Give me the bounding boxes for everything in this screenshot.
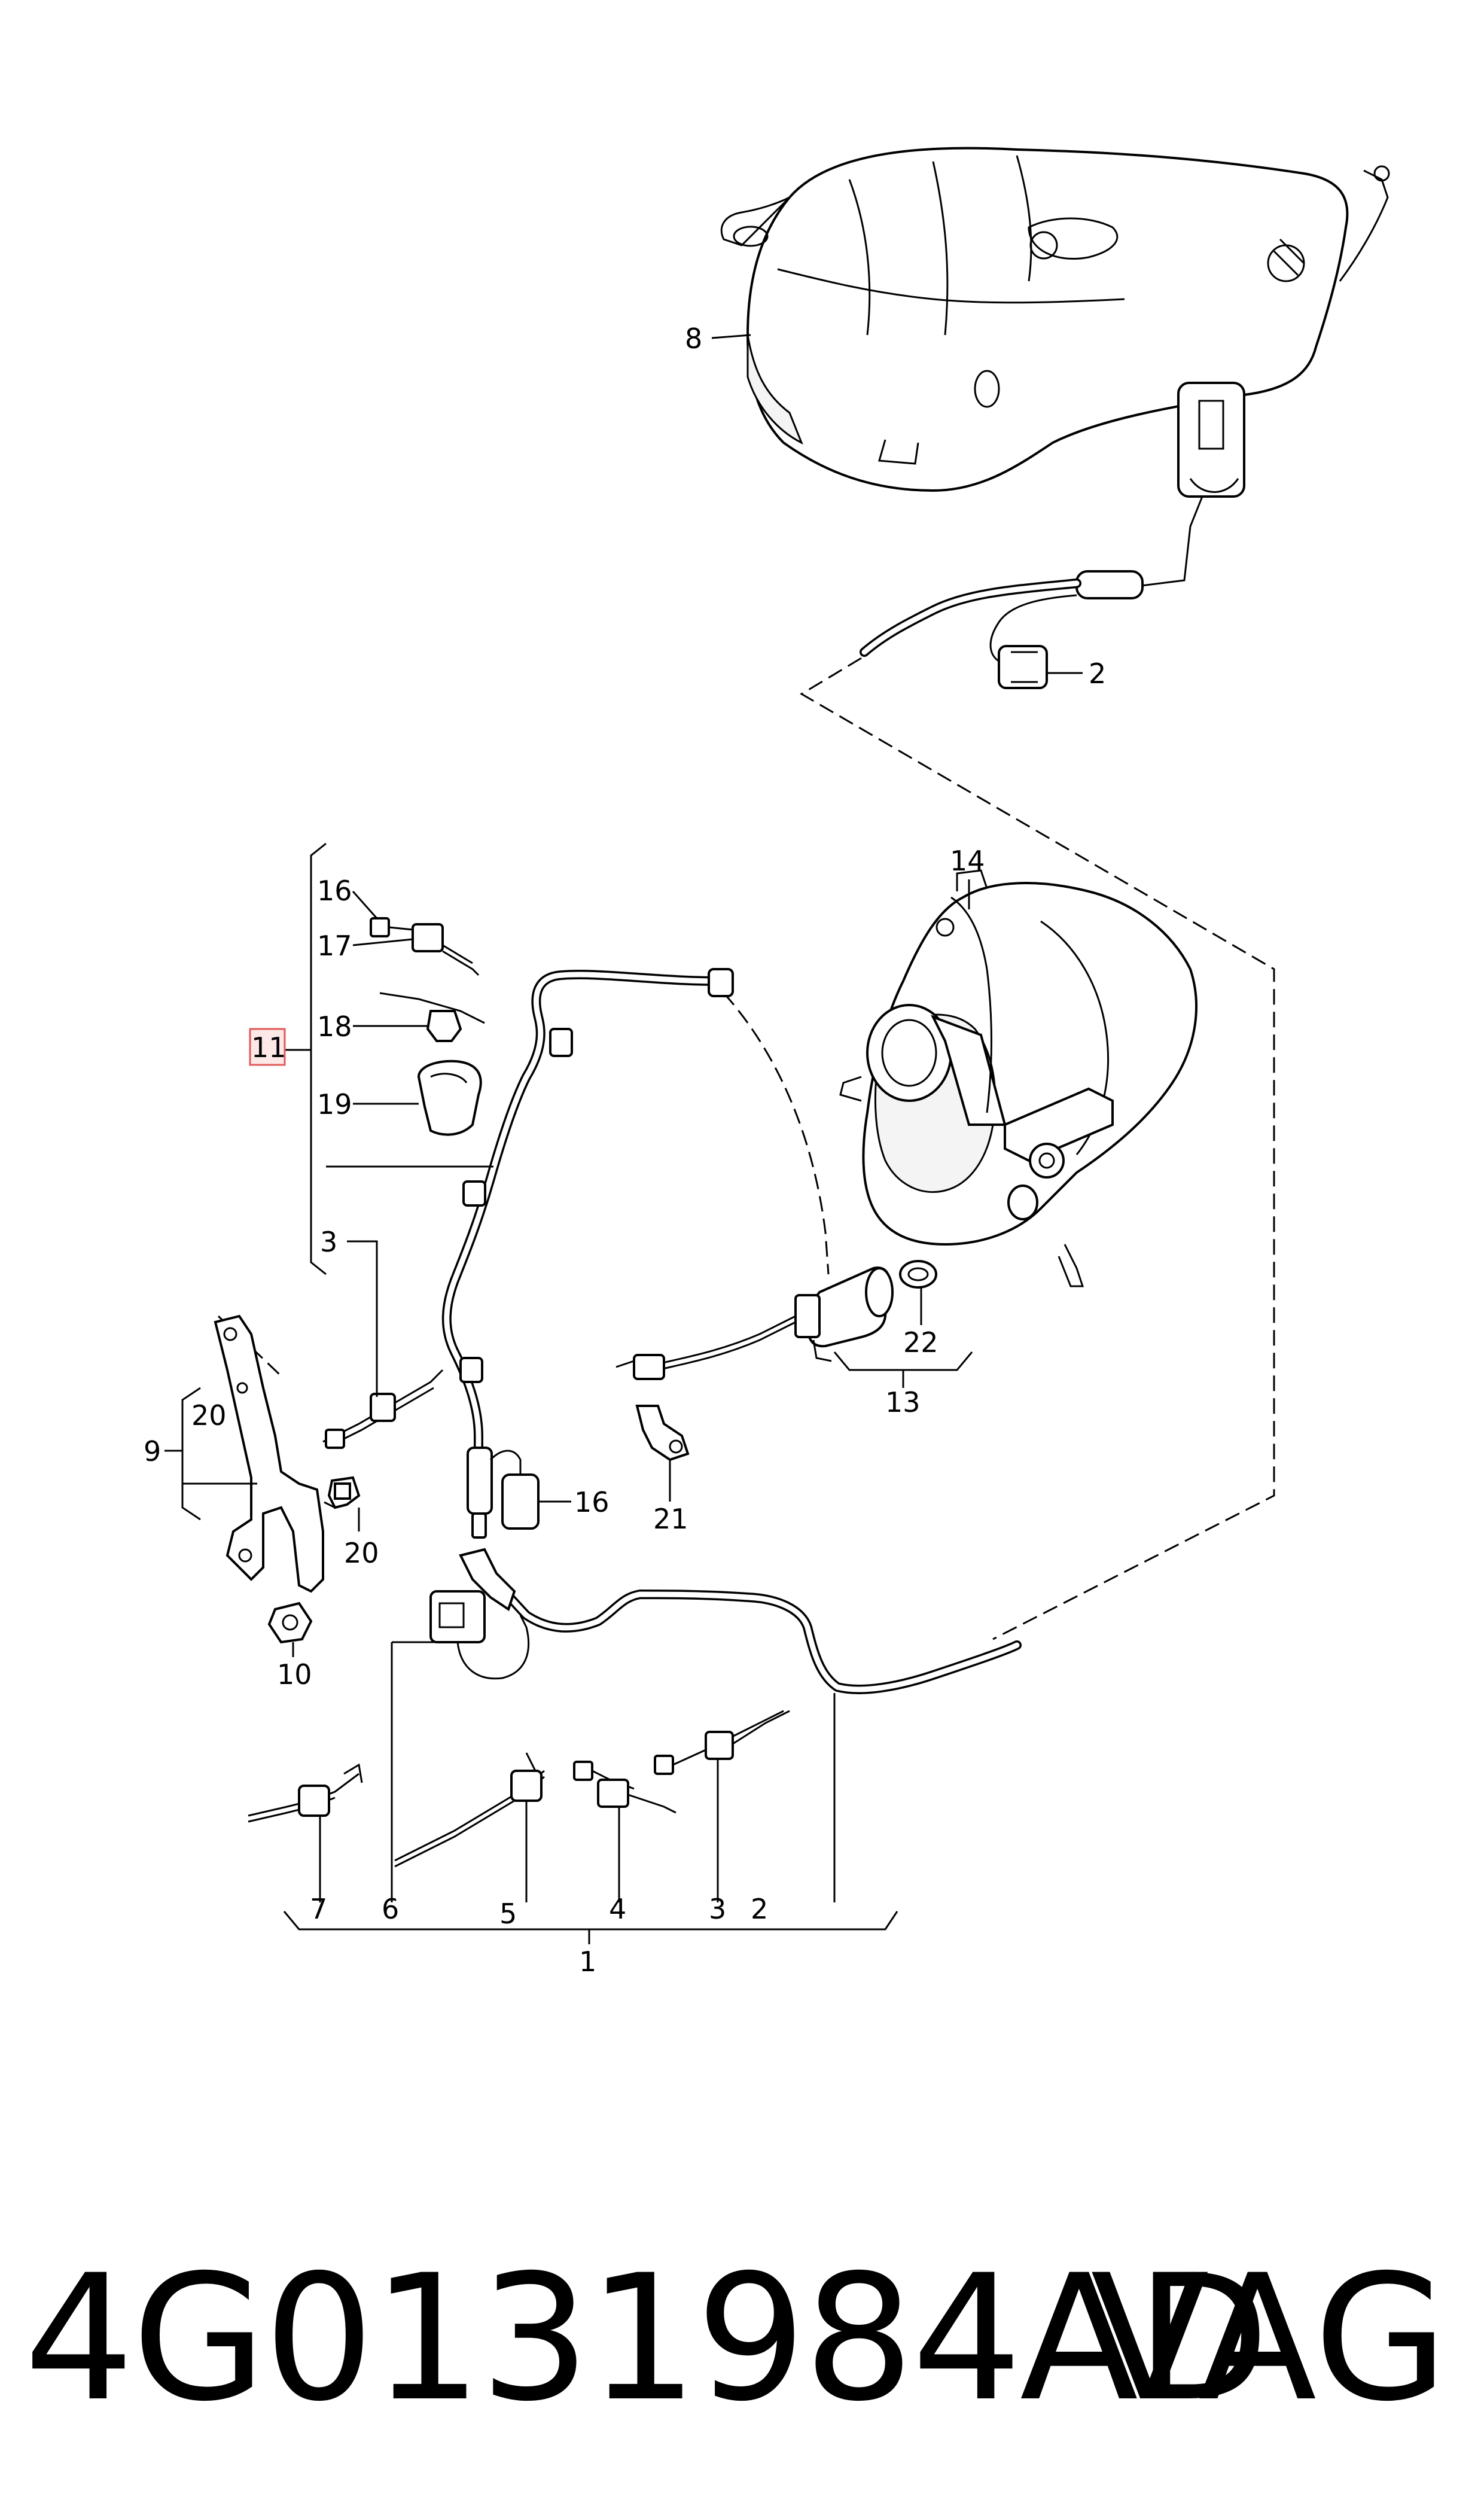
callout-22: 22 [903, 1326, 938, 1359]
ring-part-22 [899, 1260, 937, 1289]
callout-18: 18 [317, 1010, 352, 1043]
clip-part-18 [379, 992, 485, 1042]
tie-part-3-bottom [654, 1710, 790, 1775]
callout-20-bottom: 20 [344, 1537, 379, 1569]
tank-hose [860, 496, 1203, 689]
callout-16-mid: 16 [574, 1486, 610, 1518]
callout-9: 9 [144, 1435, 161, 1467]
scr-filter-part-14 [839, 869, 1197, 1287]
callout-4: 4 [609, 1893, 626, 1925]
callout-3-bottom: 3 [709, 1893, 726, 1925]
tie-part-3-left [322, 1369, 444, 1449]
callout-5: 5 [499, 1898, 517, 1930]
callout-11-highlight [249, 1028, 286, 1066]
clip-part-7 [248, 1763, 363, 1823]
heater-assembly-part-13 [615, 1266, 894, 1380]
callout-13: 13 [885, 1386, 921, 1418]
callout-19: 19 [317, 1088, 352, 1121]
clip-part-4 [573, 1761, 677, 1814]
callout-21: 21 [653, 1503, 688, 1535]
part-number: 4G0131984AD [24, 2238, 1269, 2440]
callout-8: 8 [685, 322, 702, 355]
clip-part-19 [417, 1059, 482, 1136]
guide-line-filter [723, 992, 830, 1275]
callout-16-top: 16 [317, 875, 352, 907]
clip-part-16-17 [370, 917, 480, 976]
pipe-part-1 [441, 968, 1022, 1694]
brand-name: VAG [1090, 2238, 1448, 2440]
footer: 4G0131984AD VAG [0, 2249, 1484, 2429]
connector-part-6 [429, 1590, 530, 1680]
callout-1: 1 [579, 1945, 596, 1978]
callout-6: 6 [382, 1893, 399, 1925]
callout-2-top: 2 [1089, 657, 1106, 690]
callout-20-left: 20 [191, 1399, 227, 1432]
connector-part-16-mid [501, 1473, 540, 1530]
clip-part-20 [327, 1476, 361, 1509]
nut-part-10 [267, 1601, 313, 1644]
callout-14: 14 [950, 845, 985, 877]
tank-part-8 [720, 147, 1390, 498]
guide-line-tank [800, 657, 1275, 1640]
tie-part-5 [394, 1752, 545, 1868]
callout-2-bottom: 2 [751, 1893, 768, 1925]
callout-10: 10 [277, 1658, 312, 1691]
clip-part-21 [635, 1405, 690, 1462]
bracket-part-9 [214, 1314, 324, 1593]
callout-3-left: 3 [320, 1226, 337, 1258]
callout-17: 17 [317, 930, 352, 962]
callout-11: 11 [251, 1031, 287, 1064]
callout-7: 7 [310, 1893, 327, 1925]
leader-lines [164, 334, 1083, 1944]
